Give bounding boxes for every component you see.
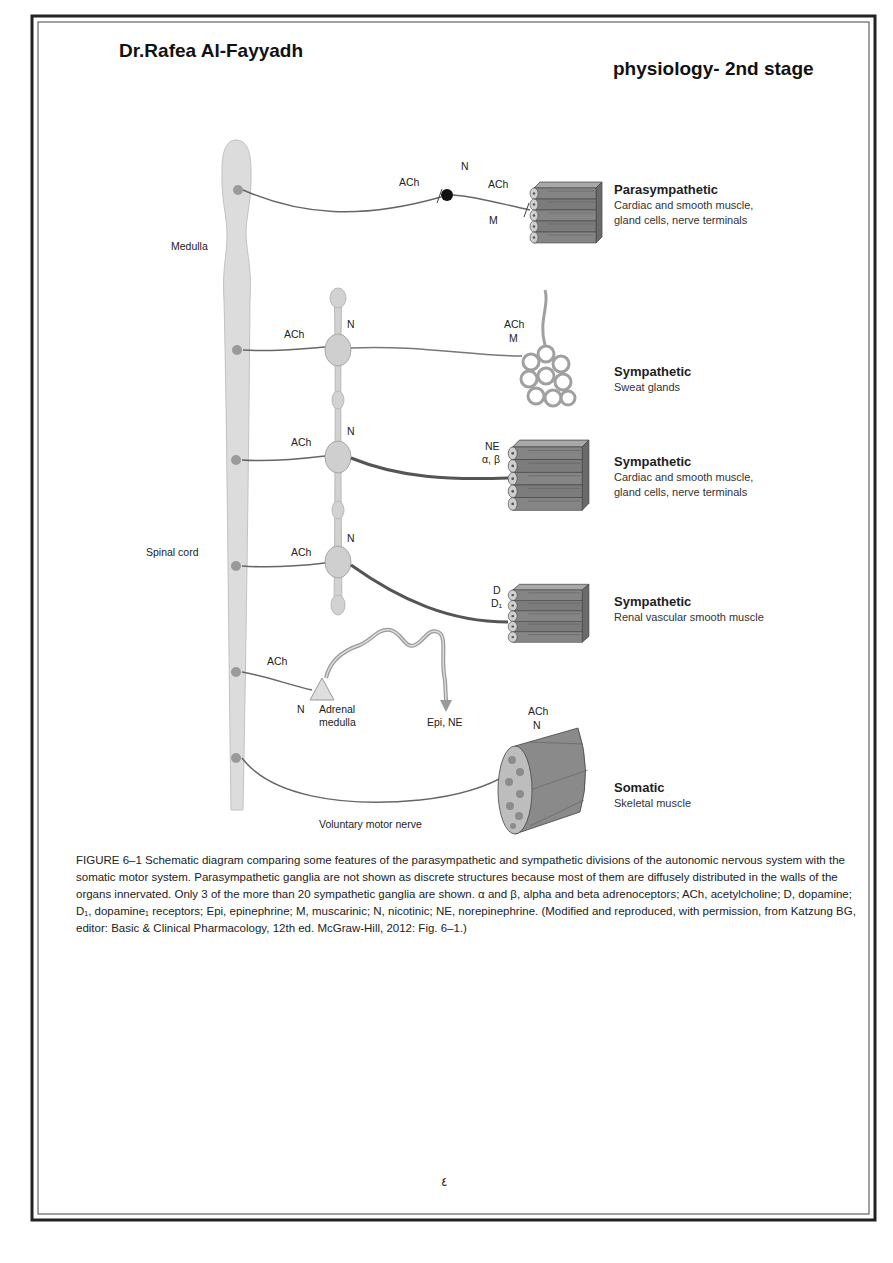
transmitter-label: ACh: [290, 546, 312, 559]
page-number: ٤: [440, 1175, 448, 1189]
receptor-label: N: [346, 425, 356, 438]
sympathetic-chain: [325, 288, 351, 615]
sympathetic-neurons: [242, 456, 508, 479]
division-heading: Somatic: [614, 780, 780, 796]
organ-label: Adrenal medulla: [318, 703, 368, 728]
receptor-label: D₁: [490, 597, 503, 610]
receptor-label: M: [508, 332, 519, 345]
transmitter-label: ACh: [487, 178, 509, 191]
sweat-gland: [521, 290, 575, 406]
effector-description: Sweat glands: [614, 380, 780, 394]
receptor-label: N: [532, 719, 542, 732]
author-header: Dr.Rafea Al-Fayyadh: [118, 40, 304, 63]
transmitter-label: D: [492, 584, 502, 597]
effector-description: Skeletal muscle: [614, 796, 780, 810]
transmitter-label: ACh: [283, 328, 305, 341]
transmitter-label: ACh: [398, 176, 420, 189]
effector-block: SympatheticCardiac and smooth muscle, gl…: [612, 452, 782, 503]
effector-description: Cardiac and smooth muscle, gland cells, …: [614, 470, 780, 499]
receptor-label: α, β: [481, 453, 501, 466]
transmitter-label: ACh: [503, 318, 525, 331]
effector-block: SympatheticSweat glands: [612, 362, 782, 399]
course-header: physiology- 2nd stage: [612, 58, 815, 81]
muscle-tissue: [508, 440, 589, 510]
receptor-label: M: [488, 214, 499, 227]
skeletal-muscle: [498, 728, 588, 834]
receptor-label: N: [346, 532, 356, 545]
receptor-label: N: [346, 318, 356, 331]
transmitter-label: ACh: [527, 705, 549, 718]
division-heading: Sympathetic: [614, 364, 780, 380]
muscle-tissue: [530, 182, 602, 243]
region-label: Spinal cord: [145, 546, 200, 559]
muscle-tissue: [508, 584, 589, 642]
division-heading: Parasympathetic: [614, 182, 780, 198]
parasympathetic-neurons: [243, 189, 530, 217]
hormone-label: Epi, NE: [426, 716, 464, 729]
sympathetic-neurons: [242, 563, 508, 622]
effector-block: SympatheticRenal vascular smooth muscle: [612, 592, 782, 629]
effector-description: Cardiac and smooth muscle, gland cells, …: [614, 198, 780, 227]
receptor-label: N: [296, 703, 306, 716]
region-label: Medulla: [170, 240, 209, 253]
figure-caption: FIGURE 6–1 Schematic diagram comparing s…: [76, 852, 866, 937]
effector-block: ParasympatheticCardiac and smooth muscle…: [612, 180, 782, 231]
effector-block: SomaticSkeletal muscle: [612, 778, 782, 815]
division-heading: Sympathetic: [614, 454, 780, 470]
transmitter-label: NE: [484, 440, 501, 453]
division-heading: Sympathetic: [614, 594, 780, 610]
sweat-gland-neurons: [243, 347, 522, 356]
effector-description: Renal vascular smooth muscle: [614, 610, 780, 624]
transmitter-label: ACh: [266, 655, 288, 668]
nerve-label: Voluntary motor nerve: [318, 818, 423, 831]
transmitter-label: ACh: [290, 436, 312, 449]
spinal-cord: [222, 140, 251, 810]
receptor-label: N: [460, 160, 470, 173]
page-frame: [32, 16, 875, 1220]
adrenal-pathway: [242, 630, 452, 712]
